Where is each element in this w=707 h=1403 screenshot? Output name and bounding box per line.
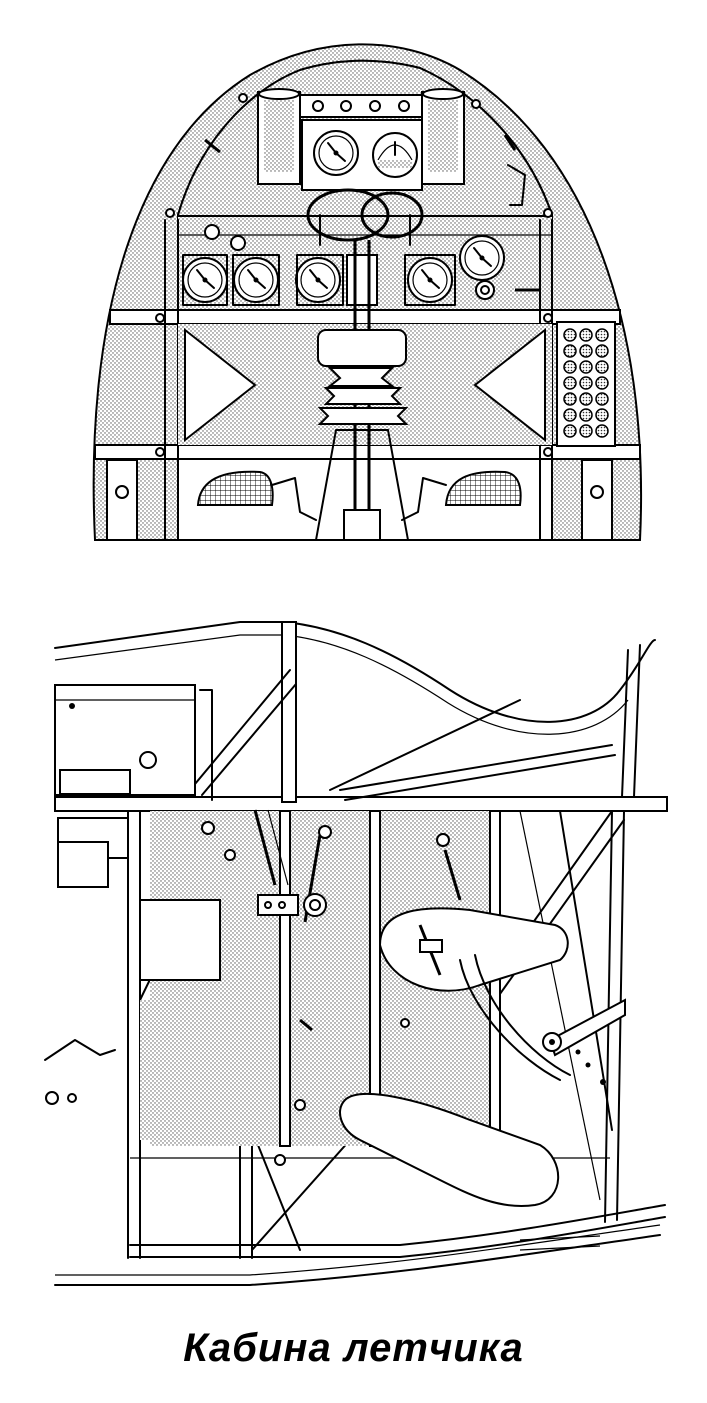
instrument-panel-view (92, 43, 643, 541)
side-section-view (44, 621, 668, 1286)
drawing-caption: Кабина летчика (183, 1326, 524, 1370)
